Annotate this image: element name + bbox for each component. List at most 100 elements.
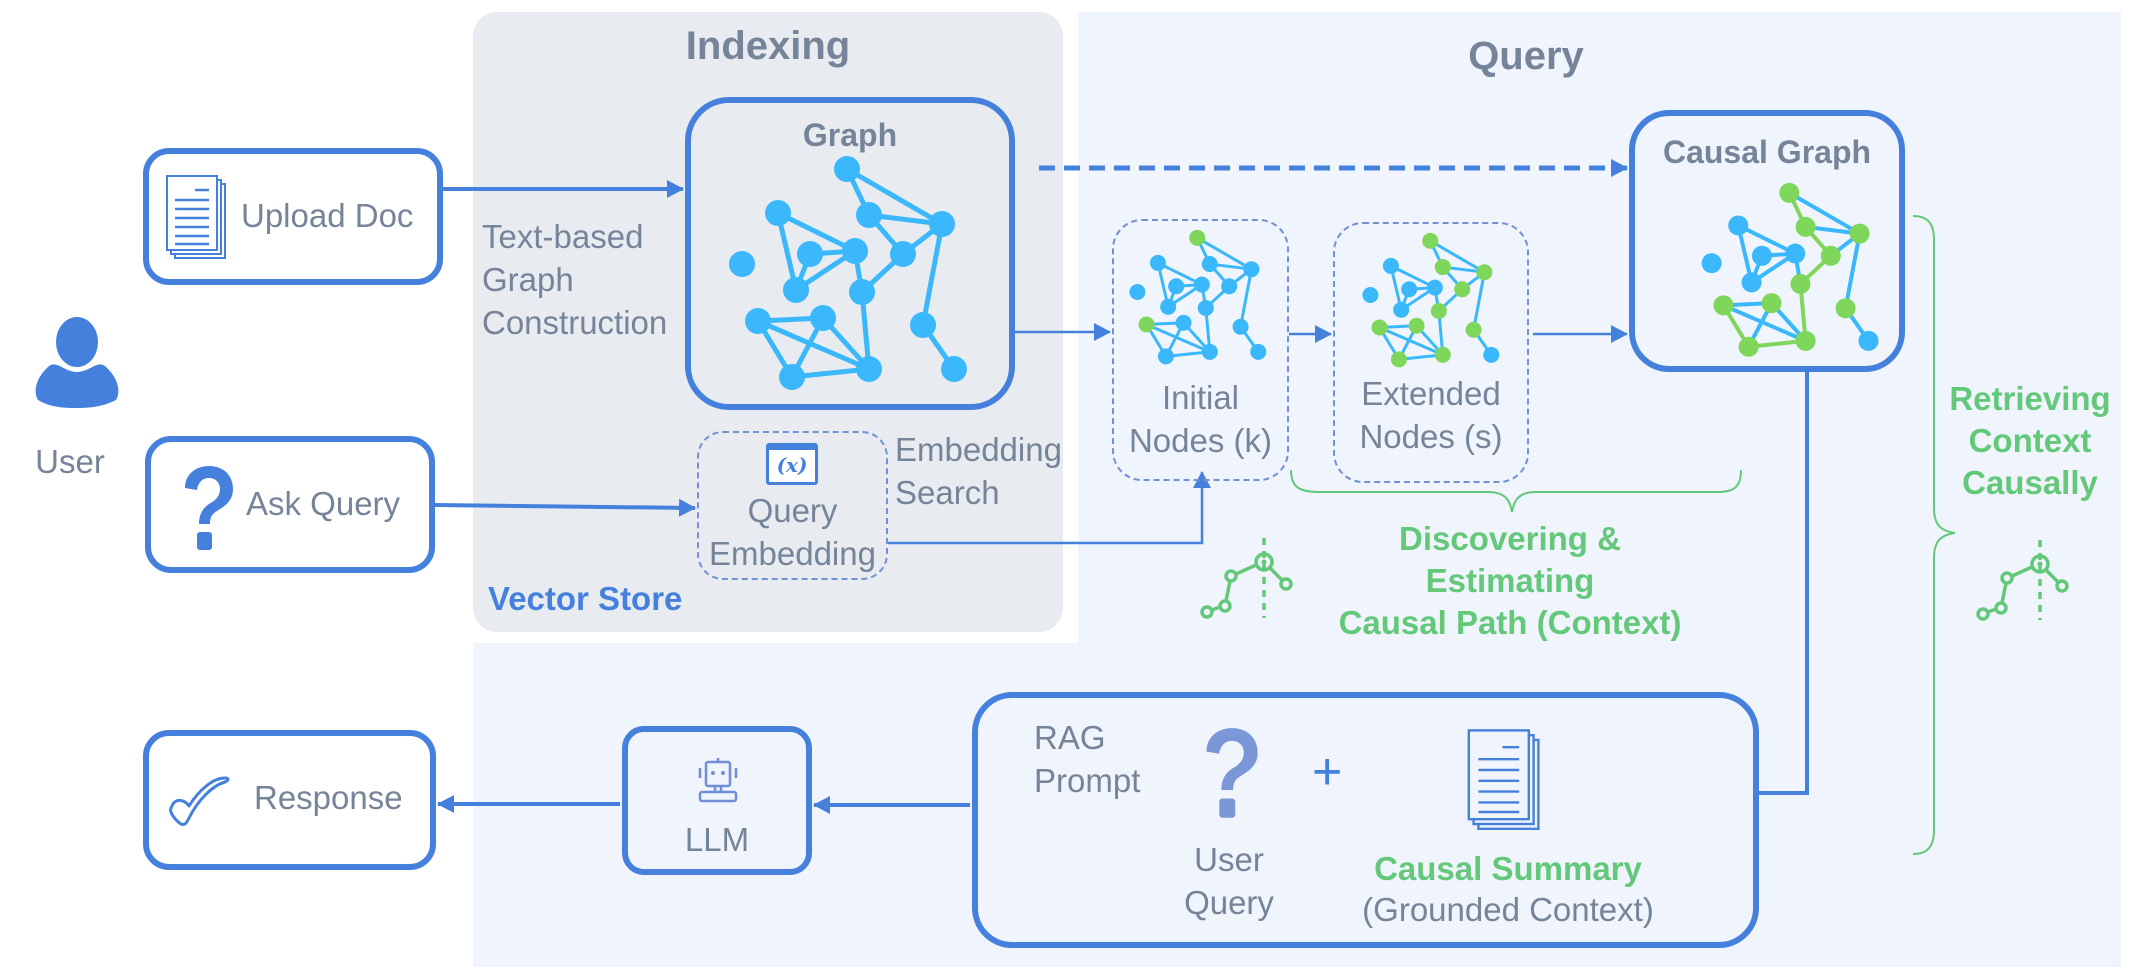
initial-nodes-label: Initial Nodes (k) bbox=[1128, 379, 1273, 459]
graph-node bbox=[1465, 321, 1482, 338]
text-based-graph-construction-label: Text-based Graph Construction bbox=[482, 218, 668, 341]
graph-edge bbox=[776, 210, 857, 254]
causal-graph bbox=[1701, 182, 1879, 357]
graph-box[interactable]: Graph bbox=[685, 97, 1015, 410]
graph-edge bbox=[1472, 271, 1486, 331]
graph-node bbox=[1422, 232, 1439, 249]
graph-edge bbox=[1239, 268, 1253, 328]
graph-edge bbox=[1843, 233, 1862, 309]
graph-edge bbox=[1157, 261, 1203, 286]
graph-edge bbox=[1737, 223, 1797, 256]
graph-node bbox=[1430, 302, 1447, 319]
graph-node bbox=[1243, 261, 1260, 278]
graph-edge bbox=[1145, 323, 1211, 354]
graph-node bbox=[810, 305, 836, 331]
causal-summary-title: Causal Summary bbox=[1374, 850, 1642, 887]
graph-node bbox=[1393, 301, 1410, 318]
response-box[interactable]: Response bbox=[143, 730, 436, 870]
upload-doc-button[interactable]: Upload Doc bbox=[143, 148, 443, 285]
graph-node bbox=[1168, 278, 1185, 295]
user-query-label: User Query bbox=[1184, 841, 1274, 921]
graph-node bbox=[1849, 223, 1870, 244]
graph-node bbox=[1790, 273, 1811, 294]
plus-icon: + bbox=[1312, 743, 1343, 801]
upload-doc-label: Upload Doc bbox=[241, 197, 414, 234]
graph-edge bbox=[1429, 239, 1486, 274]
graph-edge bbox=[757, 318, 870, 372]
causal-path-icon bbox=[1200, 538, 1293, 619]
rag-prompt-box[interactable]: RAG Prompt User Query + Causal Summary (… bbox=[972, 692, 1759, 948]
graph-node bbox=[779, 364, 805, 390]
graph-node bbox=[1738, 336, 1759, 357]
graph-node bbox=[1160, 298, 1177, 315]
graph-node bbox=[783, 277, 809, 303]
graph-node bbox=[1751, 245, 1772, 266]
variable-x-icon: (x) bbox=[766, 443, 818, 485]
llm-box[interactable]: LLM bbox=[622, 726, 812, 875]
graph-node bbox=[1401, 281, 1418, 298]
graph-node bbox=[1795, 330, 1816, 351]
extended-nodes-label: Extended Nodes (s) bbox=[1359, 375, 1503, 455]
graph-node bbox=[1476, 264, 1493, 281]
vector-store-label: Vector Store bbox=[488, 580, 683, 617]
graph-node bbox=[1728, 215, 1749, 236]
indexing-title: Indexing bbox=[685, 24, 851, 68]
graph-node bbox=[1795, 216, 1816, 237]
ask-query-button[interactable]: Ask Query bbox=[145, 436, 435, 573]
graph-edge bbox=[845, 166, 944, 227]
llm-label: LLM bbox=[684, 821, 750, 858]
embedding-search-label: Embedding Search bbox=[895, 431, 1062, 511]
graph-node bbox=[745, 308, 771, 334]
graph-node bbox=[1820, 245, 1841, 266]
graph-node bbox=[1138, 316, 1155, 333]
graph-node bbox=[1197, 299, 1214, 316]
graph-node bbox=[1434, 259, 1451, 276]
graph-node bbox=[1371, 319, 1388, 336]
robot-icon bbox=[698, 758, 738, 803]
graph-edge bbox=[775, 212, 799, 291]
knowledge-graph bbox=[729, 156, 967, 390]
graph-edge bbox=[1722, 303, 1807, 343]
graph-node bbox=[849, 279, 875, 305]
graph-node bbox=[856, 356, 882, 382]
response-label: Response bbox=[254, 779, 403, 816]
graph-edge bbox=[1390, 264, 1436, 289]
query-embedding-box[interactable]: (x) Query Embedding bbox=[697, 431, 888, 580]
causal-summary-subtitle: (Grounded Context) bbox=[1362, 891, 1654, 928]
graph-edge bbox=[1788, 191, 1861, 236]
query-embedding-label: Query Embedding bbox=[709, 492, 876, 572]
graph-node bbox=[1408, 317, 1425, 334]
graph-node bbox=[765, 200, 791, 226]
graph-node bbox=[1858, 330, 1879, 351]
graph-node bbox=[834, 156, 860, 182]
graph-node bbox=[1250, 343, 1267, 360]
graph-node bbox=[797, 241, 823, 267]
graph-node bbox=[856, 202, 882, 228]
graph-node bbox=[1149, 254, 1166, 271]
graph-node bbox=[1835, 298, 1856, 319]
arrow-embedding-to-initial bbox=[888, 471, 1211, 545]
user-icon bbox=[35, 317, 119, 408]
extended-nodes-graph bbox=[1362, 232, 1500, 368]
initial-nodes-box[interactable]: Initial Nodes (k) bbox=[1112, 219, 1289, 481]
brace-discovering bbox=[1290, 469, 1742, 513]
graph-node bbox=[1232, 318, 1249, 335]
causal-graph-title: Causal Graph bbox=[1662, 134, 1872, 170]
question-mark-icon bbox=[185, 466, 233, 550]
graph-node bbox=[1221, 278, 1238, 295]
graph-edge bbox=[1196, 236, 1253, 271]
graph-node bbox=[842, 238, 868, 264]
discovering-annotation: Discovering & Estimating Causal Path (Co… bbox=[1338, 520, 1682, 641]
graph-edge bbox=[1378, 326, 1444, 357]
graph-node bbox=[1434, 346, 1451, 363]
graph-node bbox=[1193, 276, 1210, 293]
graph-node bbox=[1483, 346, 1500, 363]
retrieving-annotation: Retrieving Context Causally bbox=[1949, 380, 2111, 501]
causal-graph-box[interactable]: Causal Graph bbox=[1629, 110, 1905, 372]
graph-node bbox=[1454, 281, 1471, 298]
graph-node bbox=[1426, 279, 1443, 296]
extended-nodes-box[interactable]: Extended Nodes (s) bbox=[1333, 222, 1529, 483]
document-stack-icon bbox=[166, 175, 226, 259]
user-label: User bbox=[35, 443, 105, 480]
graph-node bbox=[1362, 286, 1379, 303]
